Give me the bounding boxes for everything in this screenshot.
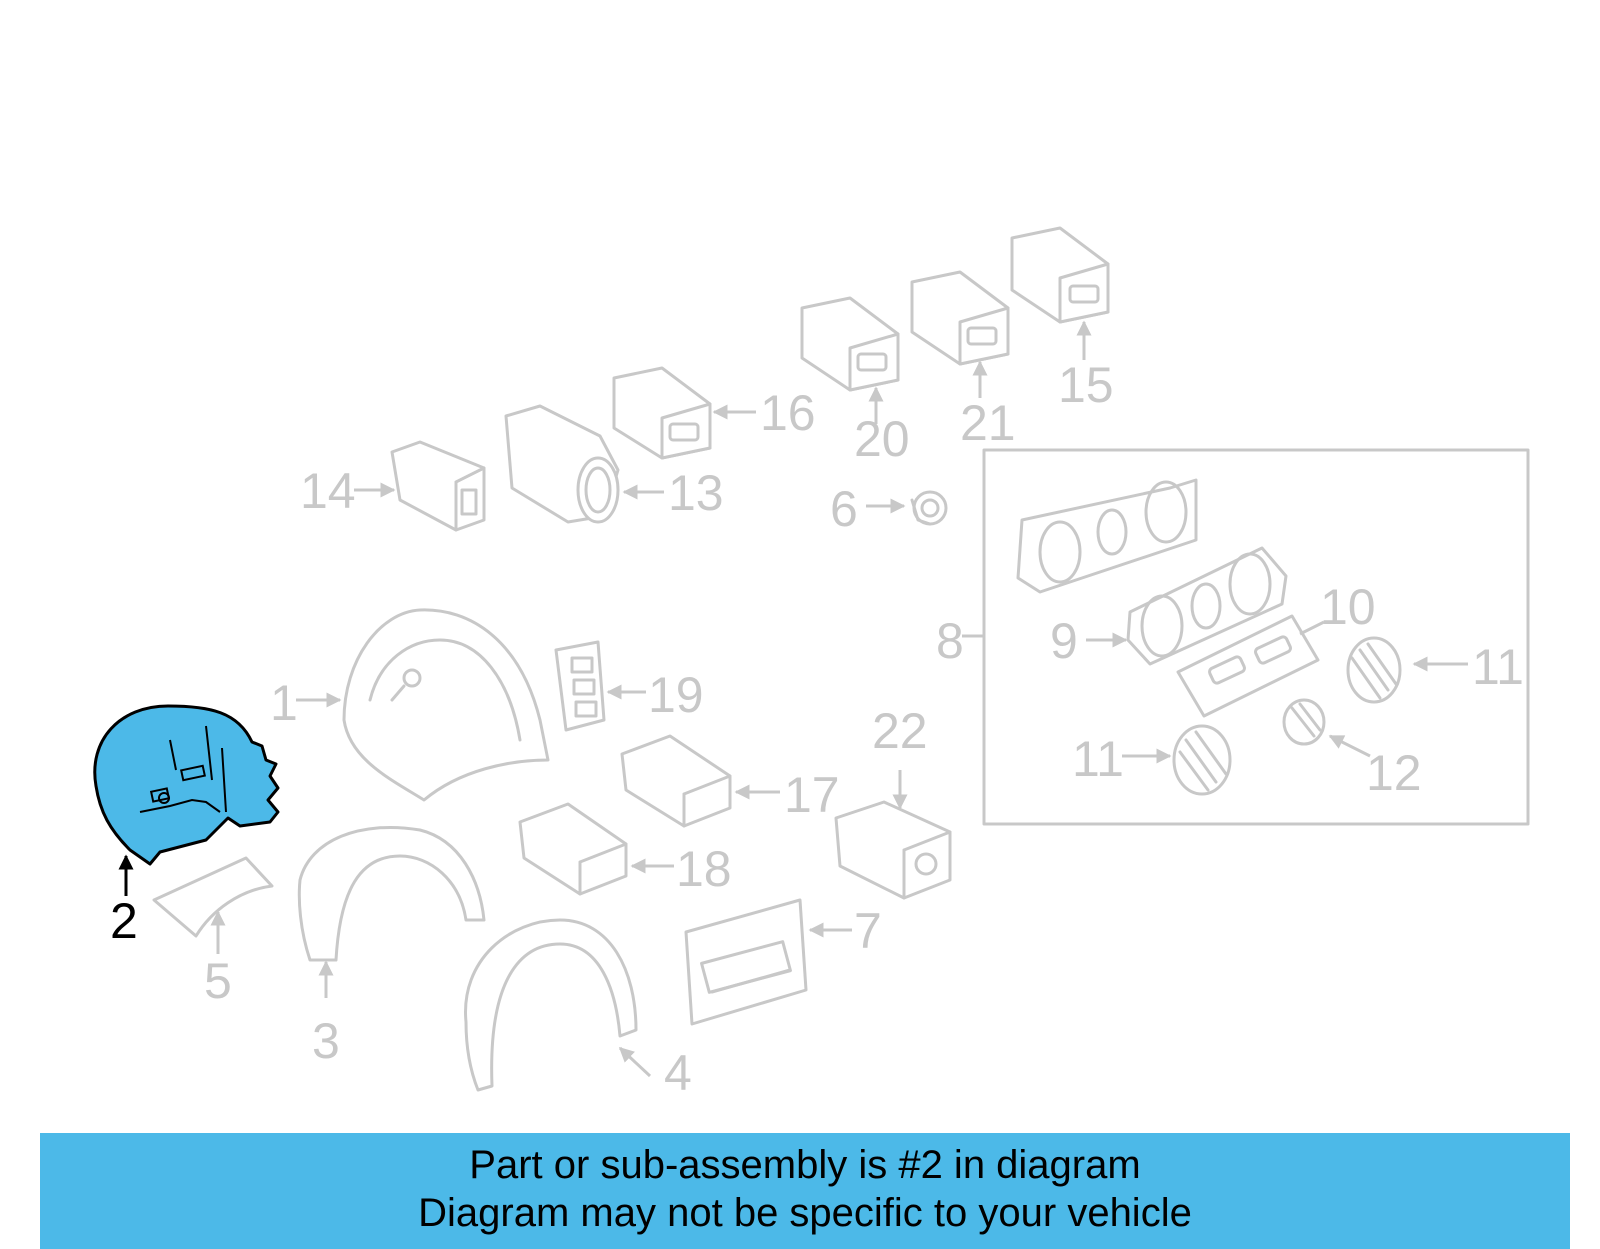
part-16-switch[interactable] (612, 366, 712, 460)
part-9-bezel[interactable] (1126, 546, 1288, 666)
leader-12 (1328, 734, 1371, 758)
callout-5[interactable]: 5 (204, 953, 232, 1009)
leader-10 (1299, 620, 1325, 636)
callout-17[interactable]: 17 (784, 767, 840, 823)
part-6-clip[interactable] (910, 490, 948, 526)
part-11-knob-left[interactable] (1172, 724, 1232, 796)
callout-9[interactable]: 9 (1050, 613, 1078, 669)
callout-1[interactable]: 1 (270, 675, 298, 731)
banner-line-1: Part or sub-assembly is #2 in diagram (469, 1143, 1141, 1187)
callout-12[interactable]: 12 (1366, 745, 1422, 801)
part-11-knob-right[interactable] (1346, 636, 1402, 704)
callout-19[interactable]: 19 (648, 667, 704, 723)
part-5-lens[interactable] (152, 856, 274, 938)
part-13-light-switch[interactable] (504, 404, 620, 524)
callout-16[interactable]: 16 (760, 385, 816, 441)
callout-20[interactable]: 20 (854, 411, 910, 467)
callout-11-left[interactable]: 11 (1072, 731, 1124, 787)
callout-7[interactable]: 7 (854, 903, 882, 959)
callout-18[interactable]: 18 (676, 841, 732, 897)
part-12-knob[interactable] (1282, 698, 1326, 746)
part-17-switch[interactable] (620, 734, 732, 828)
part-15-switch[interactable] (1010, 226, 1110, 324)
part-18-switch[interactable] (518, 802, 628, 896)
part-22-module[interactable] (834, 800, 952, 900)
part-20-switch[interactable] (800, 296, 900, 392)
part-7-control-panel[interactable] (684, 898, 808, 1026)
part-10-switch-panel[interactable] (1176, 614, 1320, 718)
parts-diagram: 15 21 20 16 13 14 6 (93, 226, 1530, 1101)
part-4-trim[interactable] (464, 918, 638, 1092)
callout-21[interactable]: 21 (960, 395, 1016, 451)
part-1-instrument-cluster[interactable] (342, 608, 550, 802)
leader-4 (618, 1046, 652, 1078)
callout-2[interactable]: 2 (110, 893, 138, 949)
callout-4[interactable]: 4 (664, 1045, 692, 1101)
info-banner: Part or sub-assembly is #2 in diagram Di… (40, 1133, 1570, 1249)
banner-line-2: Diagram may not be specific to your vehi… (418, 1191, 1192, 1235)
callout-10[interactable]: 10 (1320, 579, 1376, 635)
part-2-highlighted-housing[interactable] (93, 704, 280, 866)
callout-6[interactable]: 6 (830, 481, 858, 537)
callout-3[interactable]: 3 (312, 1013, 340, 1069)
part-3-shroud[interactable] (297, 825, 486, 962)
callout-14[interactable]: 14 (300, 463, 356, 519)
callout-15[interactable]: 15 (1058, 357, 1114, 413)
callout-11-right[interactable]: 11 (1472, 639, 1524, 695)
callout-22[interactable]: 22 (872, 703, 928, 759)
callout-13[interactable]: 13 (668, 465, 724, 521)
part-21-switch[interactable] (910, 270, 1010, 366)
part-8-control-housing[interactable] (1016, 478, 1198, 594)
callout-8[interactable]: 8 (936, 613, 964, 669)
part-19-switch[interactable] (554, 640, 606, 732)
part-14-switch[interactable] (390, 440, 486, 532)
